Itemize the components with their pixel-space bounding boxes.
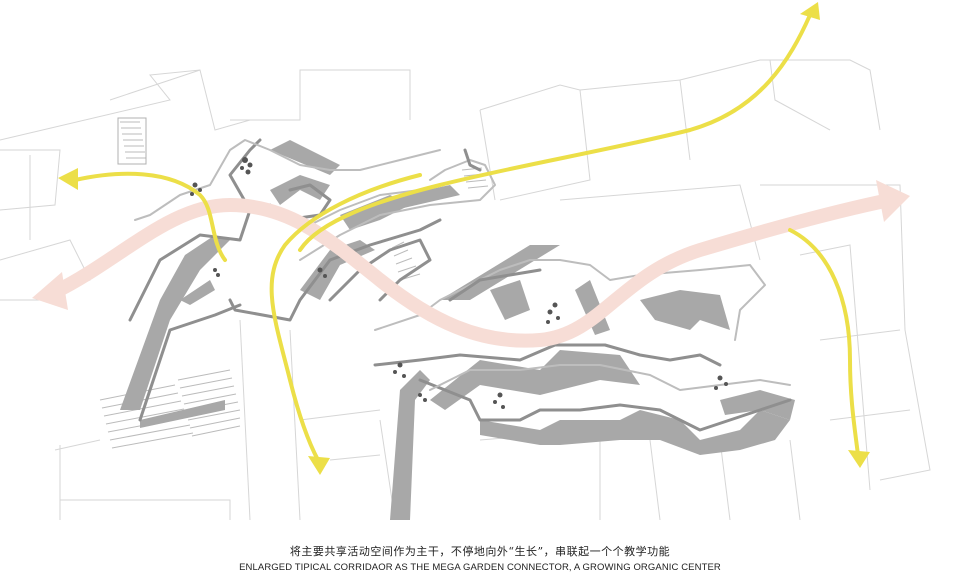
main-spine-arrow <box>32 180 910 348</box>
corridor-walls <box>128 138 792 432</box>
planting <box>190 157 728 409</box>
caption-chinese: 将主要共享活动空间作为主干，不停地向外“生长”，串联起一个个教学功能 <box>289 545 671 558</box>
caption-english: ENLARGED TIPICAL CORRIDAOR AS THE MEGA G… <box>239 562 721 573</box>
site-diagram <box>0 2 931 520</box>
branch-arrow-heads <box>58 2 870 475</box>
branch-arrows <box>73 13 860 462</box>
